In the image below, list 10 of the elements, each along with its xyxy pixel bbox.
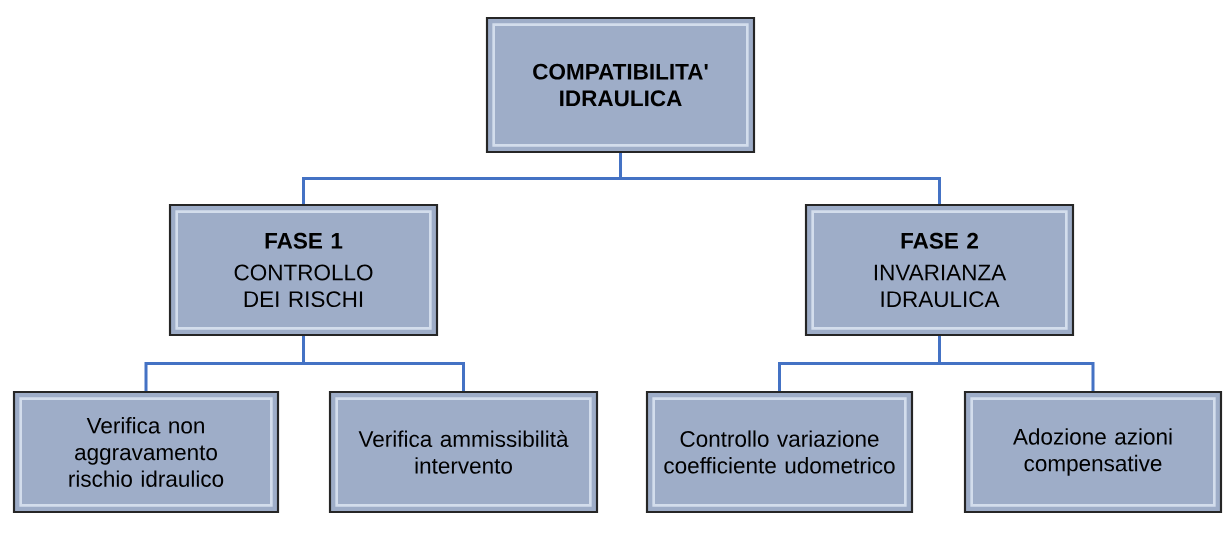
phase-box: FASE 2 INVARIANZA IDRAULICA [804, 203, 1075, 337]
connector-line [619, 153, 941, 204]
step-box: Controllo variazione coefficiente udometrico [645, 390, 914, 514]
phase-box: FASE 1 CONTROLLO DEI RISCHI [168, 203, 439, 337]
step-box: Verifica non aggravamento rischio idraulico [12, 390, 280, 514]
step-box: Adozione azioni compensative [963, 390, 1223, 514]
title-box: COMPATIBILITA' IDRAULICA [485, 16, 756, 154]
connector-line [302, 336, 465, 391]
connector-line [938, 336, 1095, 391]
step-box: Verifica ammissibilità intervento [328, 390, 599, 514]
